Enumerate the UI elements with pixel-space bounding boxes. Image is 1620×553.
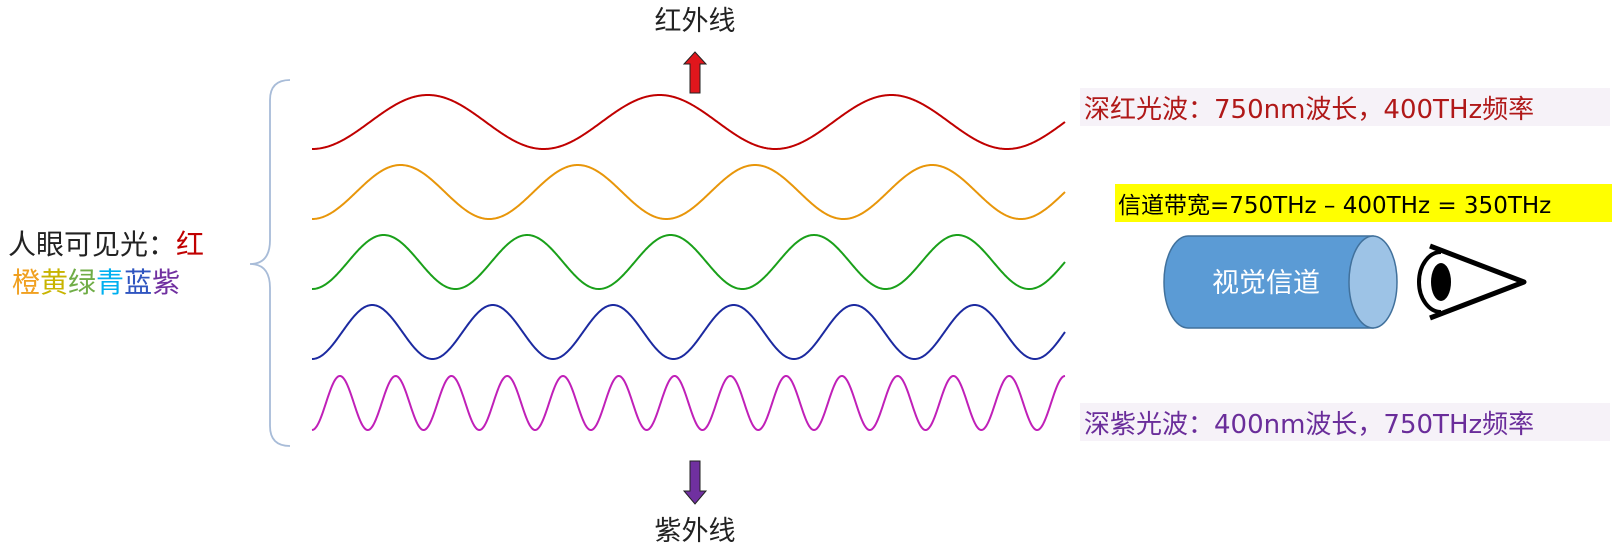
arrow-up-icon bbox=[682, 51, 708, 94]
violet-wave bbox=[311, 374, 1066, 432]
visible-light-line1: 人眼可见光：红 bbox=[8, 228, 204, 261]
color-red-char: 红 bbox=[176, 228, 204, 261]
color-yellow-char: 黄 bbox=[40, 266, 68, 299]
blue-wave bbox=[311, 303, 1066, 361]
green-wave bbox=[311, 233, 1066, 291]
cylinder-end bbox=[1348, 235, 1398, 329]
deep-violet-label-background bbox=[1080, 403, 1610, 441]
wave-group bbox=[311, 94, 1066, 432]
eye-icon bbox=[1417, 243, 1527, 321]
deep-red-label-background bbox=[1080, 88, 1610, 126]
bandwidth-label-background bbox=[1115, 184, 1612, 222]
color-green-char: 绿 bbox=[68, 266, 96, 299]
ultraviolet-label: 紫外线 bbox=[655, 516, 736, 547]
arrow-down-icon bbox=[682, 460, 708, 505]
red-wave bbox=[311, 94, 1066, 151]
visible-light-prefix: 人眼可见光： bbox=[8, 228, 176, 261]
visual-channel-label: 视觉信道 bbox=[1212, 268, 1320, 299]
color-violet-char: 紫 bbox=[152, 266, 180, 299]
color-blue-char: 蓝 bbox=[124, 266, 152, 299]
orange-wave bbox=[311, 163, 1066, 221]
color-cyan-char: 青 bbox=[96, 266, 124, 299]
deep-violet-label: 深紫光波：400nm波长，750THz频率 bbox=[1084, 410, 1534, 440]
bandwidth-label: 信道带宽=750THz – 400THz = 350THz bbox=[1118, 193, 1551, 219]
curly-brace bbox=[249, 79, 291, 447]
visible-light-line2: 橙黄绿青蓝紫 bbox=[12, 266, 180, 299]
cylinder-body bbox=[1163, 235, 1374, 329]
color-orange-char: 橙 bbox=[12, 266, 40, 299]
deep-red-label: 深红光波：750nm波长，400THz频率 bbox=[1084, 95, 1534, 125]
visual-channel-cylinder: 视觉信道 bbox=[1163, 235, 1398, 329]
infrared-label: 红外线 bbox=[655, 6, 736, 37]
